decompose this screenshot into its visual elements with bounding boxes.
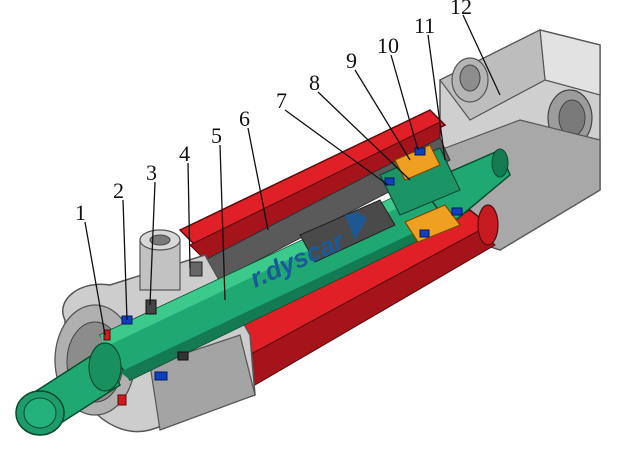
watermark-runner-icon (345, 212, 367, 240)
callout-5: 5 (211, 123, 222, 148)
leader-lines (84, 14, 501, 336)
callout-12: 12 (450, 0, 472, 19)
callout-8: 8 (309, 70, 320, 95)
callout-6: 6 (239, 106, 250, 131)
callout-1: 1 (75, 200, 86, 225)
callout-9: 9 (346, 48, 357, 73)
callout-7: 7 (276, 88, 287, 113)
callout-2: 2 (113, 178, 124, 203)
callout-4: 4 (179, 141, 190, 166)
callout-11: 11 (414, 13, 435, 38)
piston-assembly (299, 144, 463, 263)
callout-10: 10 (377, 33, 399, 58)
callout-3: 3 (146, 160, 157, 185)
callout-labels: 1 2 3 4 5 6 7 8 9 10 11 12 (75, 0, 472, 225)
